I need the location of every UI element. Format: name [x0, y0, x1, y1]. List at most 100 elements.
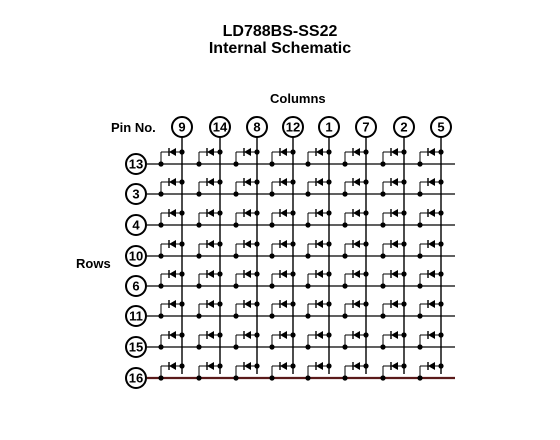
row-pin-label: 11 [129, 309, 143, 324]
column-pin-label: 2 [400, 120, 407, 135]
led-cell [342, 300, 369, 319]
row-pin-circle [125, 183, 147, 205]
led-cell [417, 270, 444, 289]
led-cell [342, 270, 369, 289]
led-cell [342, 362, 369, 381]
led-cell [305, 178, 332, 197]
row-pin-label: 3 [132, 187, 139, 202]
led-cell [158, 331, 185, 350]
led-cell [158, 240, 185, 259]
row-pin-label: 13 [129, 157, 143, 172]
row-pin-circle [125, 214, 147, 236]
led-cell [380, 178, 407, 197]
led-cell [196, 362, 223, 381]
led-cell [196, 331, 223, 350]
led-cell [305, 209, 332, 228]
led-cell [417, 331, 444, 350]
led-cell [196, 270, 223, 289]
led-cell [233, 331, 260, 350]
column-pin-circle [355, 116, 377, 138]
row-pin-circle [125, 367, 147, 389]
led-cell [380, 148, 407, 167]
led-cell [305, 148, 332, 167]
led-cell [196, 148, 223, 167]
row-pin-label: 4 [132, 218, 140, 233]
row-pin-circle [125, 153, 147, 175]
column-pin-label: 5 [437, 120, 444, 135]
led-cell [305, 300, 332, 319]
led-cell [417, 362, 444, 381]
columns-label: Columns [270, 91, 326, 106]
column-pin-circle [430, 116, 452, 138]
led-cell [233, 300, 260, 319]
led-cell [380, 209, 407, 228]
led-cell [269, 178, 296, 197]
led-cell [158, 362, 185, 381]
column-pin-circle [282, 116, 304, 138]
column-pin-label: 14 [213, 120, 228, 135]
led-cell [196, 209, 223, 228]
led-cell [233, 240, 260, 259]
led-cell [380, 300, 407, 319]
led-cell [417, 300, 444, 319]
led-cell [342, 178, 369, 197]
led-cell [417, 148, 444, 167]
schematic-subtitle: Internal Schematic [208, 40, 352, 57]
row-pin-circle [125, 336, 147, 358]
led-cell [158, 148, 185, 167]
led-cell [196, 300, 223, 319]
row-pin-label: 15 [129, 340, 143, 355]
led-cell [158, 300, 185, 319]
led-cell [342, 240, 369, 259]
led-cell [305, 240, 332, 259]
led-cell [233, 270, 260, 289]
led-cell [269, 270, 296, 289]
led-cell [380, 270, 407, 289]
led-cell [233, 148, 260, 167]
led-cell [380, 240, 407, 259]
column-pin-circle [171, 116, 193, 138]
led-cell [269, 240, 296, 259]
column-pin-circle [209, 116, 231, 138]
led-cell [417, 178, 444, 197]
led-cell [233, 209, 260, 228]
led-cell [196, 178, 223, 197]
column-pin-label: 9 [178, 120, 185, 135]
row-pin-label: 10 [129, 249, 143, 264]
row-pin-label: 6 [132, 279, 139, 294]
led-cell [305, 270, 332, 289]
led-cell [380, 362, 407, 381]
led-cell [417, 209, 444, 228]
led-cell [269, 148, 296, 167]
led-cell [342, 148, 369, 167]
led-cell [269, 331, 296, 350]
led-cell [380, 331, 407, 350]
led-cell [158, 270, 185, 289]
row-pin-label: 16 [129, 371, 143, 386]
row-pin-circle [125, 305, 147, 327]
led-cell [269, 209, 296, 228]
column-pin-circle [393, 116, 415, 138]
column-pin-label: 8 [253, 120, 260, 135]
column-pin-circle [246, 116, 268, 138]
led-cell [196, 240, 223, 259]
led-cell [417, 240, 444, 259]
row-pin-circle [125, 275, 147, 297]
pin-no-label: Pin No. [111, 120, 156, 135]
led-cell [305, 362, 332, 381]
led-cell [342, 331, 369, 350]
led-cell [233, 362, 260, 381]
column-pin-label: 12 [286, 120, 300, 135]
row-pin-circle [125, 245, 147, 267]
led-cell [305, 331, 332, 350]
column-pin-circle [318, 116, 340, 138]
led-cell [158, 178, 185, 197]
led-cell [158, 209, 185, 228]
led-cell [269, 362, 296, 381]
schematic-title: LD788BS-SS22 [222, 23, 338, 40]
column-pin-label: 7 [362, 120, 369, 135]
led-cell [269, 300, 296, 319]
led-cell [342, 209, 369, 228]
led-cell [233, 178, 260, 197]
